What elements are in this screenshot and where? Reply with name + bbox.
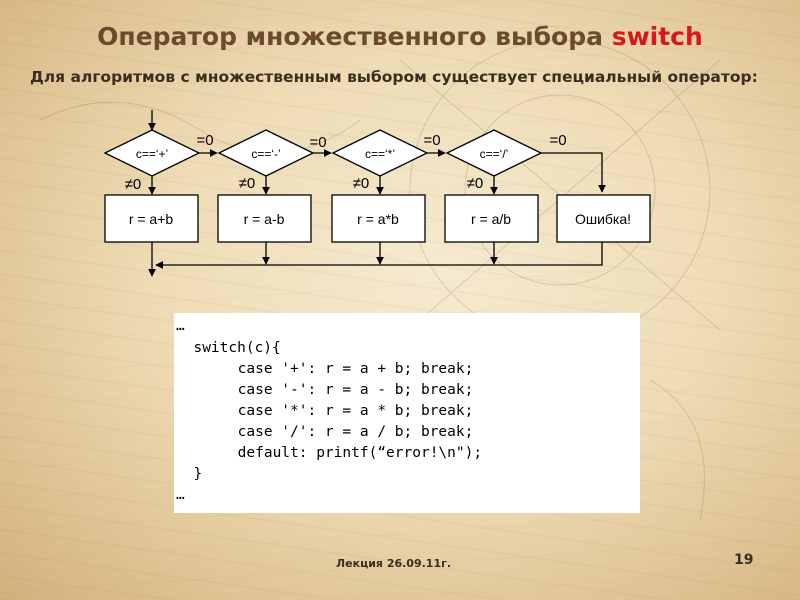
- eq-label-1: =0: [196, 132, 213, 149]
- flowchart: c==‘+’ c==‘-’ c==‘*’ c==‘/’ =0 =0 =0 =0 …: [0, 0, 800, 300]
- eq-label-2: =0: [309, 134, 326, 151]
- action-4: r = a/b: [471, 211, 511, 227]
- ne-label-4: ≠0: [467, 175, 484, 192]
- ne-label-3: ≠0: [353, 175, 370, 192]
- action-1: r = a+b: [129, 211, 174, 227]
- code-block: … switch(c){ case '+': r = a + b; break;…: [174, 313, 640, 513]
- condition-4: c==‘/’: [480, 147, 509, 161]
- code-line: switch(c){: [176, 340, 281, 356]
- code-line: case '+': r = a + b; break;: [194, 361, 473, 377]
- page-number: 19: [734, 552, 753, 568]
- code-line: …: [176, 318, 185, 334]
- code-line: case '*': r = a * b; break;: [194, 403, 473, 419]
- eq-label-4: =0: [549, 132, 566, 149]
- code-line: }: [176, 466, 202, 482]
- code-line: …: [176, 487, 185, 503]
- ne-label-2: ≠0: [239, 175, 256, 192]
- action-2: r = a-b: [244, 211, 285, 227]
- condition-1: c==‘+’: [136, 147, 168, 161]
- condition-3: c==‘*’: [365, 147, 395, 161]
- code-line: case '/': r = a / b; break;: [194, 424, 473, 440]
- code-line: default: printf(“error!\n");: [194, 445, 482, 461]
- action-5: Ошибка!: [575, 211, 631, 227]
- action-3: r = a*b: [357, 211, 399, 227]
- eq-label-3: =0: [423, 132, 440, 149]
- code-line: case '-': r = a - b; break;: [194, 382, 473, 398]
- condition-2: c==‘-’: [251, 147, 280, 161]
- ne-label-1: ≠0: [125, 176, 142, 193]
- footer-lecture-date: Лекция 26.09.11г.: [336, 557, 451, 570]
